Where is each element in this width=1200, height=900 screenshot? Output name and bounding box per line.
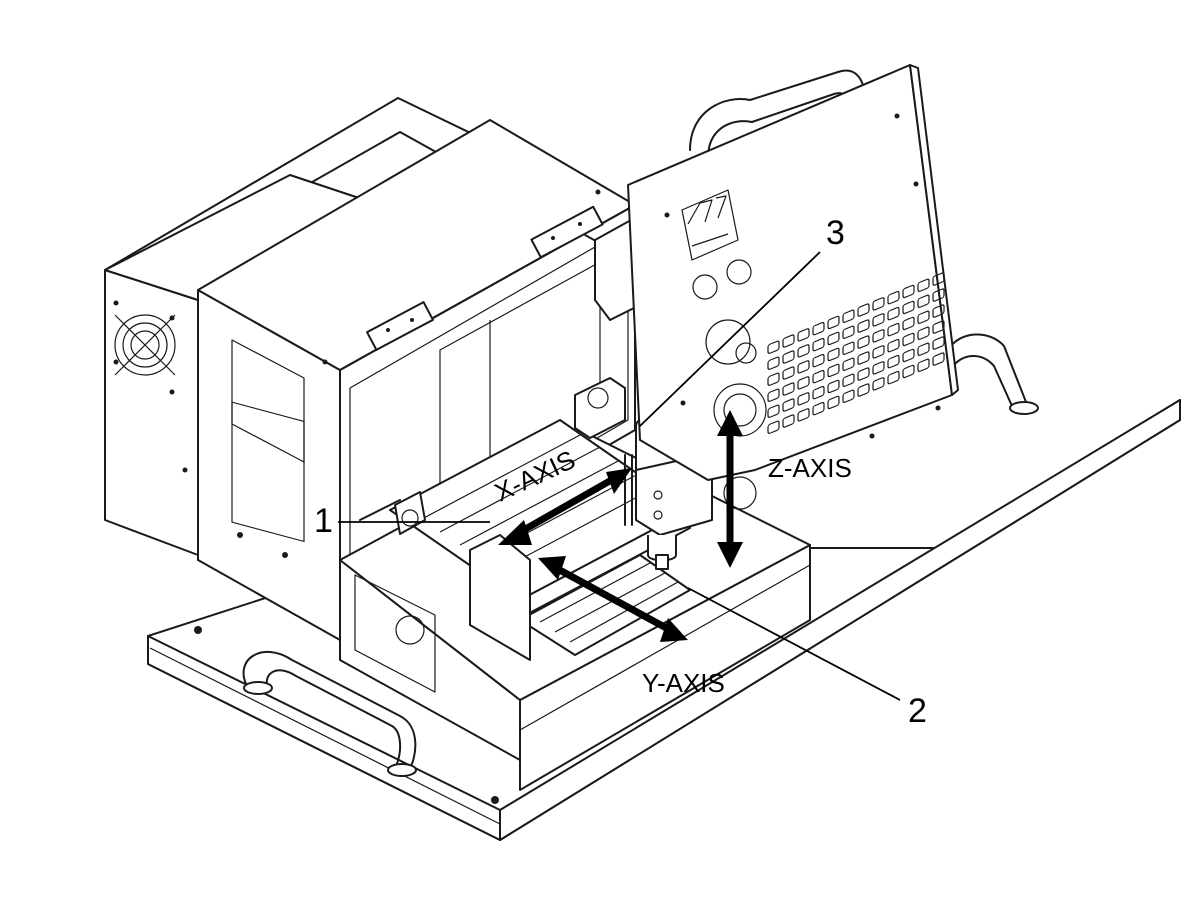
callout-2: 2 bbox=[908, 692, 927, 730]
keypad-key bbox=[857, 335, 870, 349]
keypad-key bbox=[887, 354, 900, 369]
keypad-key bbox=[917, 358, 930, 372]
keypad-key bbox=[932, 352, 945, 366]
keypad-key bbox=[872, 377, 885, 391]
keypad-key bbox=[767, 420, 780, 434]
keypad-key bbox=[827, 379, 840, 394]
keypad-key bbox=[797, 408, 810, 422]
keypad-key bbox=[797, 344, 810, 358]
keypad-key bbox=[842, 389, 855, 403]
keypad-key bbox=[857, 351, 870, 365]
callout-1: 1 bbox=[314, 502, 333, 540]
keypad-key bbox=[767, 372, 780, 386]
keypad-key bbox=[857, 319, 870, 333]
rear-handle bbox=[947, 333, 1039, 415]
keypad-key bbox=[797, 360, 810, 374]
keypad-key bbox=[797, 392, 810, 406]
keypad-key bbox=[932, 320, 945, 334]
keypad-key bbox=[887, 338, 900, 353]
keypad-key bbox=[857, 303, 870, 317]
keypad-key bbox=[842, 357, 855, 371]
keypad-key bbox=[812, 337, 825, 352]
y-axis-arrow bbox=[538, 556, 688, 642]
keypad-key bbox=[842, 309, 855, 323]
keypad-key bbox=[797, 328, 810, 342]
keypad-key bbox=[932, 272, 945, 286]
keypad-key bbox=[857, 367, 870, 381]
keypad-key bbox=[842, 341, 855, 355]
front-handle bbox=[242, 650, 417, 777]
x-axis-arrow bbox=[498, 468, 632, 545]
keypad-key bbox=[827, 331, 840, 346]
keypad-key bbox=[917, 310, 930, 324]
keypad-key bbox=[827, 315, 840, 330]
keypad-key bbox=[782, 414, 795, 428]
keypad-key bbox=[917, 326, 930, 340]
keypad-key bbox=[887, 290, 900, 305]
keypad-key bbox=[812, 385, 825, 400]
keypad-key bbox=[782, 382, 795, 396]
keypad-key bbox=[887, 322, 900, 337]
z-axis-arrow bbox=[717, 410, 743, 568]
keypad-key bbox=[842, 373, 855, 387]
keypad-key bbox=[767, 356, 780, 370]
keypad-key bbox=[872, 329, 885, 343]
keypad-key bbox=[872, 297, 885, 311]
keypad-key bbox=[902, 348, 915, 363]
keypad-key bbox=[932, 336, 945, 350]
keypad-key bbox=[932, 304, 945, 318]
z-axis-label: Z-AXIS bbox=[768, 453, 852, 483]
keypad-key bbox=[917, 342, 930, 356]
keypad-key bbox=[827, 347, 840, 362]
keypad-key bbox=[842, 325, 855, 339]
keypad-key bbox=[782, 334, 795, 348]
keypad-key bbox=[812, 353, 825, 368]
keypad-key bbox=[902, 284, 915, 299]
keypad-key bbox=[827, 395, 840, 410]
keypad-key bbox=[917, 278, 930, 292]
keypad-key bbox=[767, 388, 780, 402]
enclosure bbox=[197, 119, 641, 641]
keypad-key bbox=[812, 321, 825, 336]
keypad-key bbox=[767, 404, 780, 418]
keypad-key bbox=[872, 345, 885, 359]
keypad-key bbox=[782, 350, 795, 364]
keypad-key bbox=[872, 361, 885, 375]
keypad-key bbox=[767, 340, 780, 354]
keypad-key bbox=[932, 288, 945, 302]
control-pendant bbox=[627, 64, 959, 510]
keypad-key bbox=[782, 398, 795, 412]
keypad-key bbox=[812, 401, 825, 416]
haas-logo-icon bbox=[687, 195, 729, 247]
leader-line-2 bbox=[687, 587, 901, 701]
y-axis-label: Y-AXIS bbox=[642, 668, 725, 698]
keypad-key bbox=[812, 369, 825, 384]
keypad-key bbox=[902, 300, 915, 315]
keypad-key bbox=[902, 316, 915, 331]
keypad-key bbox=[857, 383, 870, 397]
keypad-key bbox=[917, 294, 930, 308]
keypad-key bbox=[902, 332, 915, 347]
keypad-key bbox=[872, 313, 885, 327]
keypad-key bbox=[887, 370, 900, 385]
keypad-key bbox=[827, 363, 840, 378]
keypad-key bbox=[782, 366, 795, 380]
keypad-key bbox=[797, 376, 810, 390]
leader-line-3 bbox=[639, 251, 821, 427]
keypad bbox=[767, 272, 945, 434]
keypad-key bbox=[887, 306, 900, 321]
keypad-key bbox=[902, 364, 915, 379]
callout-3: 3 bbox=[826, 214, 845, 252]
